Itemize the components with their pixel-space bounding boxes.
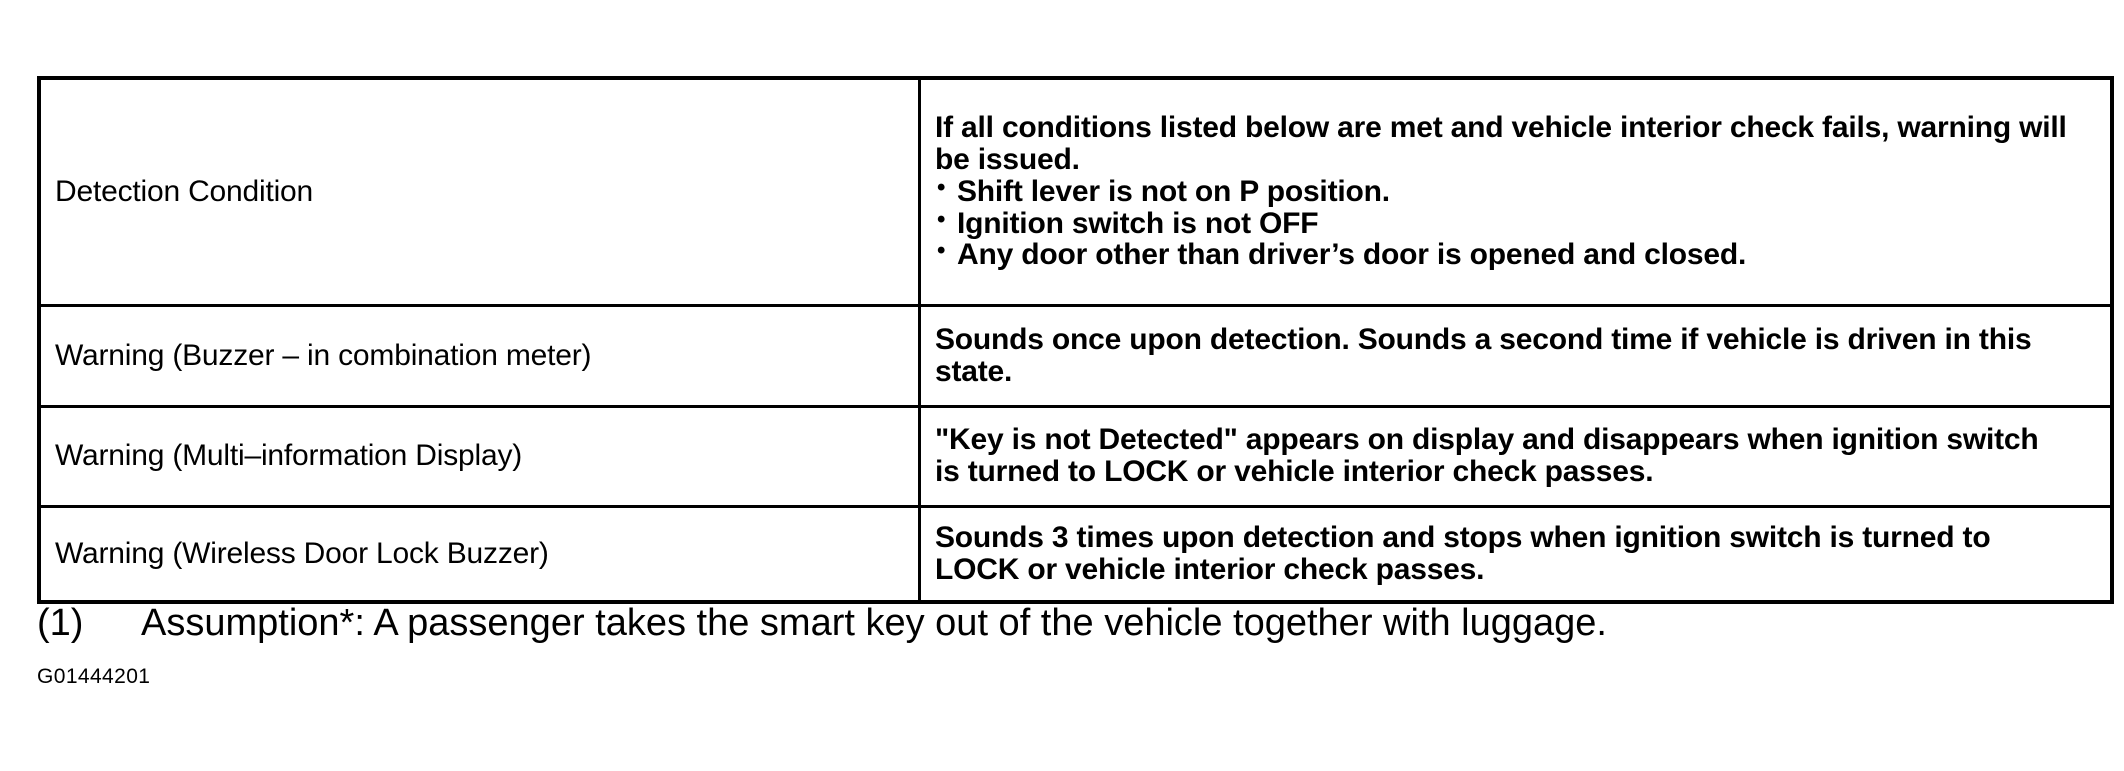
table-row: Warning (Multi–information Display) "Key… xyxy=(37,404,2114,508)
value-line: If all conditions listed below are met a… xyxy=(935,111,2067,145)
value-line: Sounds 3 times upon detection and stops … xyxy=(935,520,1991,554)
caption-text: Assumption*: A passenger takes the smart… xyxy=(141,602,1607,644)
figure-id-code: G01444201 xyxy=(37,665,151,688)
table-row: Detection Condition If all conditions li… xyxy=(37,76,2114,307)
table-cell-value-warning-multi-information-display: "Key is not Detected" appears on display… xyxy=(918,404,2114,508)
table-row: Warning (Wireless Door Lock Buzzer) Soun… xyxy=(37,504,2114,604)
list-item: Ignition switch is not OFF xyxy=(935,207,2110,240)
condition-bullet-list: Shift lever is not on P position. Igniti… xyxy=(935,175,2110,271)
table-row: Warning (Buzzer – in combination meter) … xyxy=(37,303,2114,408)
value-line: "Key is not Detected" appears on display… xyxy=(935,423,2039,457)
value-line: is turned to LOCK or vehicle interior ch… xyxy=(935,455,1654,488)
list-item: Any door other than driver’s door is ope… xyxy=(935,238,2110,271)
table-cell-label-warning-multi-information-display: Warning (Multi–information Display) xyxy=(37,404,921,508)
table-cell-value-warning-wireless-door-lock-buzzer: Sounds 3 times upon detection and stops … xyxy=(918,504,2114,604)
table-cell-value-detection-condition: If all conditions listed below are met a… xyxy=(918,76,2114,307)
table-cell-label-detection-condition: Detection Condition xyxy=(37,76,921,307)
list-item: Shift lever is not on P position. xyxy=(935,175,2110,208)
table-cell-label-warning-wireless-door-lock-buzzer: Warning (Wireless Door Lock Buzzer) xyxy=(37,504,921,604)
value-line: be issued. xyxy=(935,143,1080,177)
value-line: state. xyxy=(935,354,1013,388)
table-cell-label-warning-buzzer: Warning (Buzzer – in combination meter) xyxy=(37,303,921,408)
figure-caption: (1) Assumption*: A passenger takes the sm… xyxy=(37,604,2087,642)
value-line: LOCK or vehicle interior check passes. xyxy=(935,552,1485,586)
table-cell-value-warning-buzzer: Sounds once upon detection. Sounds a sec… xyxy=(918,303,2114,408)
value-line: Sounds once upon detection. Sounds a sec… xyxy=(935,322,2032,356)
smart-key-warning-table: Detection Condition If all conditions li… xyxy=(37,76,2114,604)
caption-number: (1) xyxy=(37,602,84,644)
